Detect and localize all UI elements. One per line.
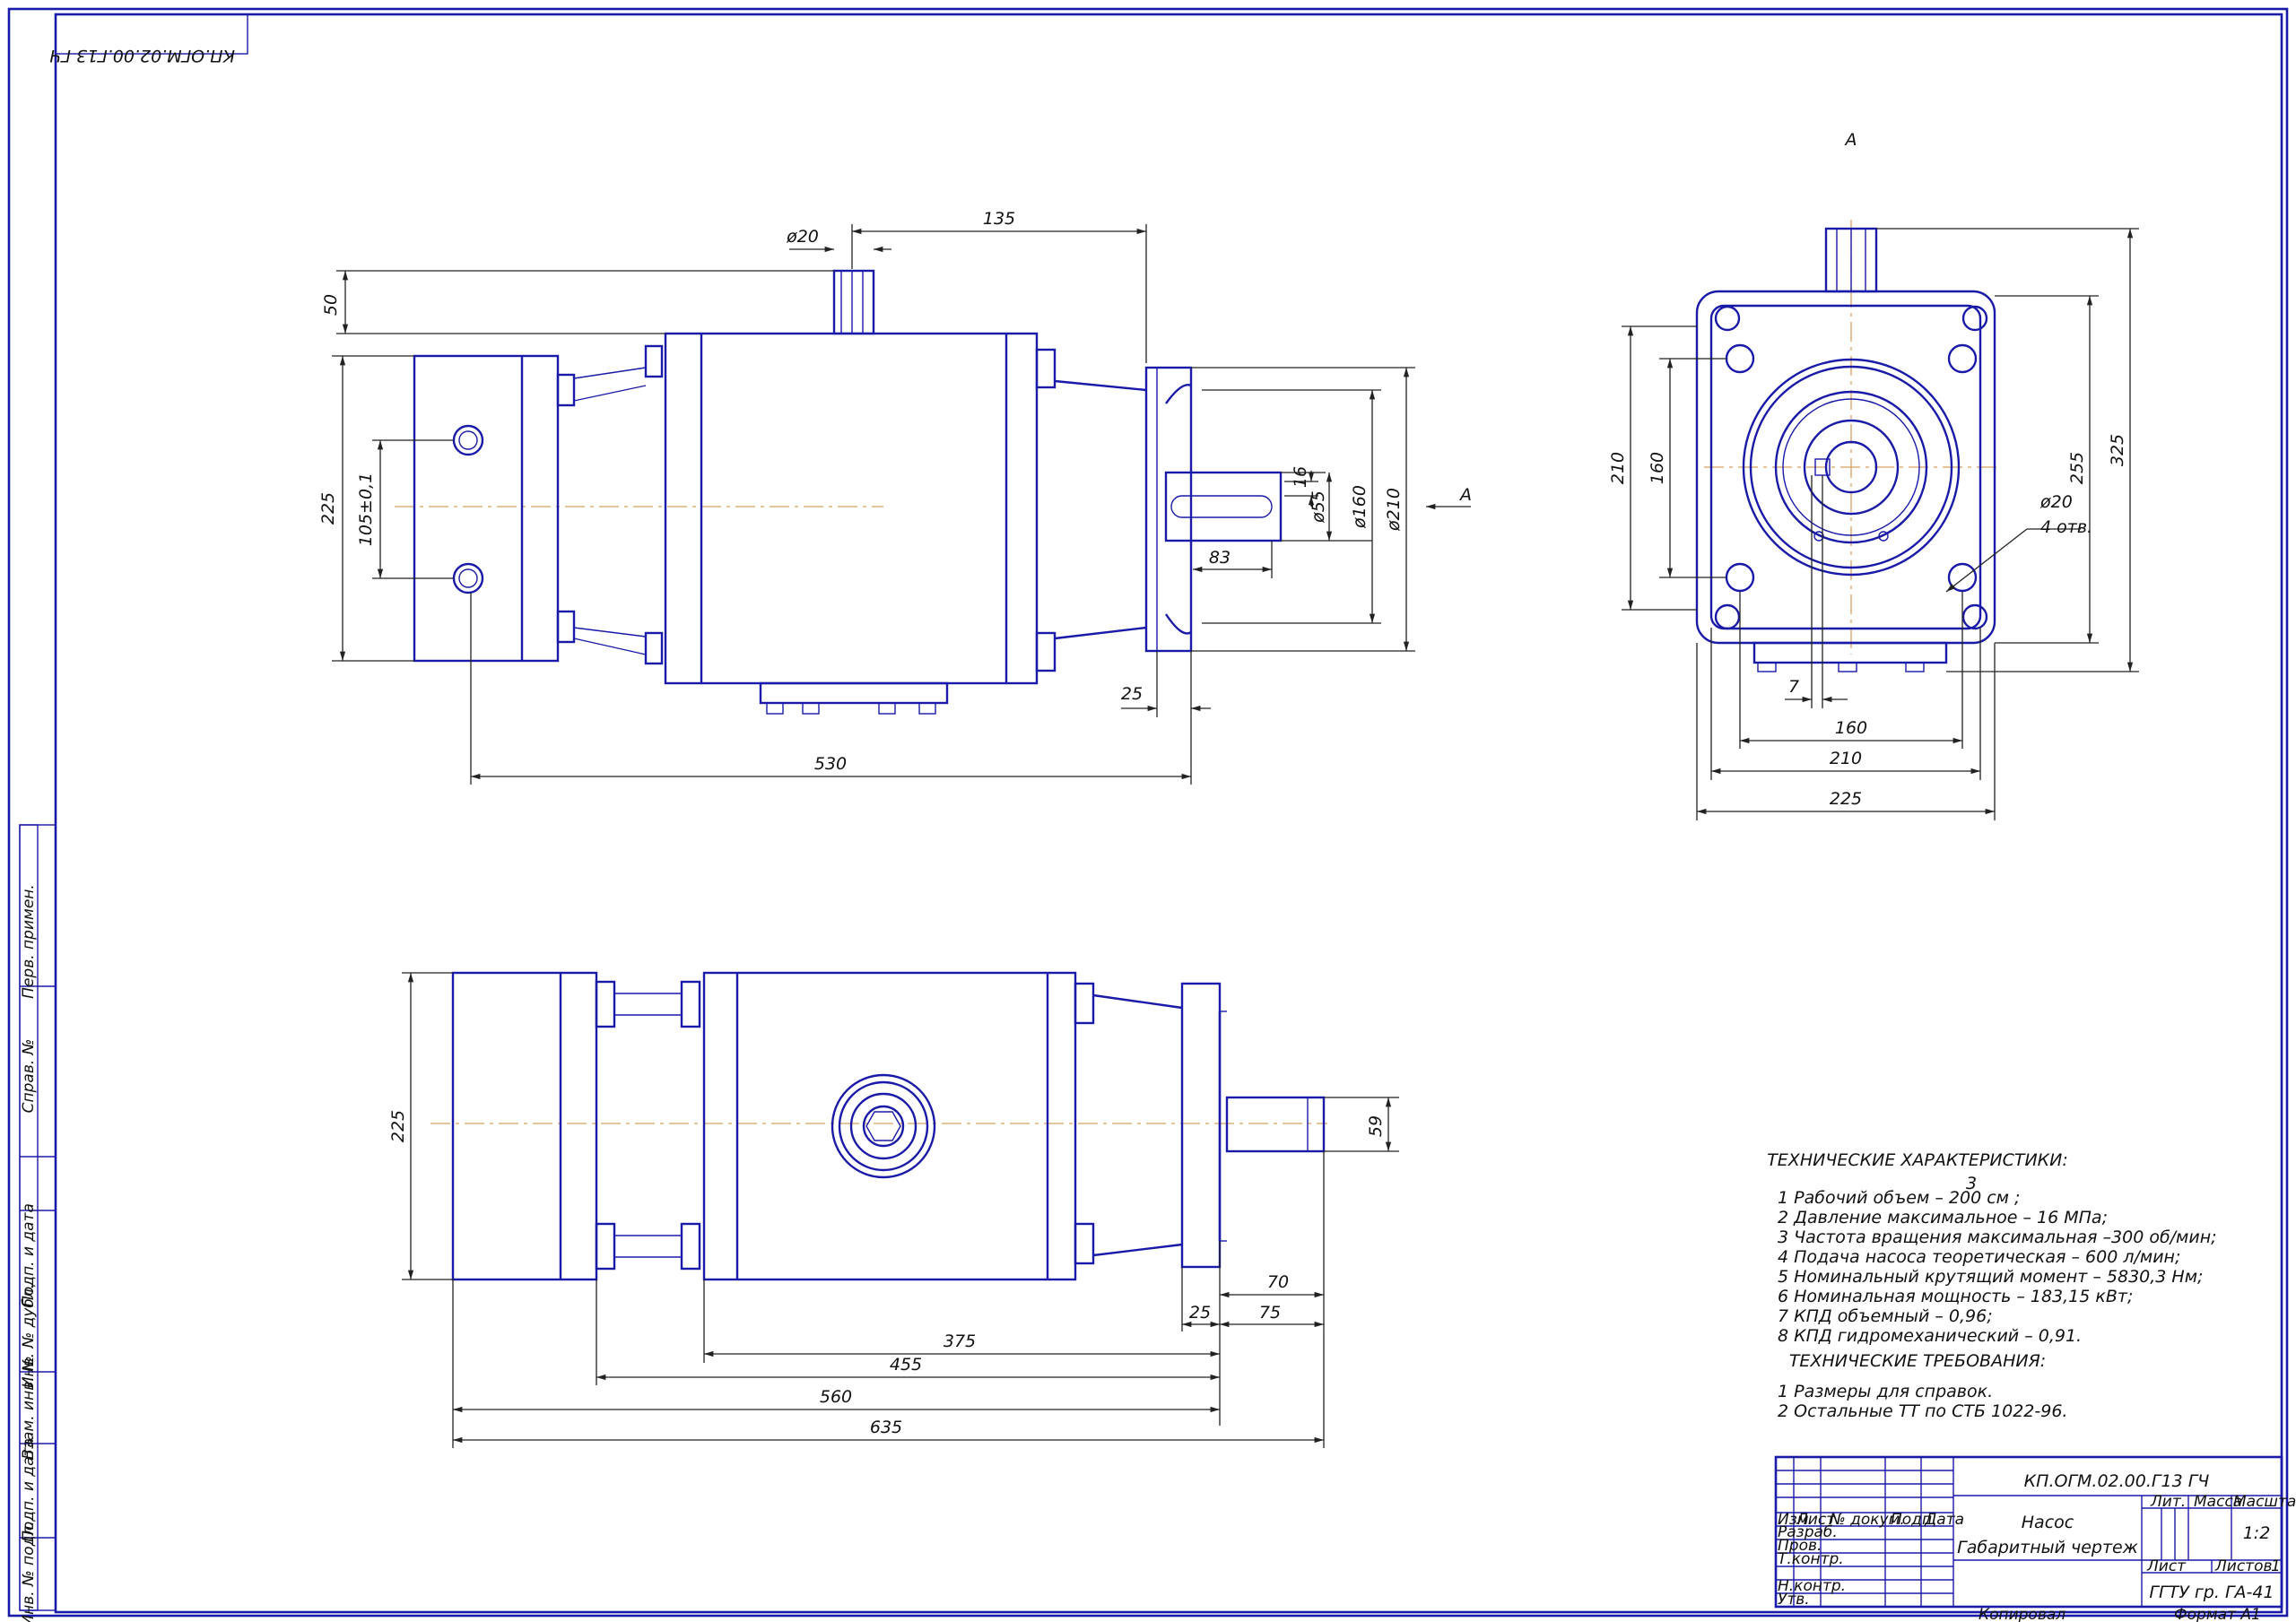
tb-col-izm: Изм: [1778, 1511, 1809, 1529]
front-view-dims: 50 ø20 135 225 105±0,1 16 ø55 ø160 ø210 …: [318, 209, 1472, 785]
tech-superscript: 3: [1966, 1174, 1977, 1193]
view-title-a: A: [1844, 130, 1857, 150]
dim-d20: ø20: [786, 227, 819, 247]
inner-frame: [54, 13, 2283, 1614]
tech-item-4: 4 Подача насоса теоретическая – 600 л/ми…: [1778, 1247, 2180, 1267]
tech-req-2: 2 Остальные ТТ по СТБ 1022-96.: [1778, 1401, 2067, 1421]
tb-row-prov: Пров.: [1778, 1537, 1822, 1555]
title-block: Изм Лист № докум. Подп. Дата Разраб. Про…: [1774, 1455, 2296, 1609]
end-dim-7: 7: [1788, 677, 1799, 697]
stamp-inv-dubl: Инв. № дубл.: [20, 1284, 38, 1388]
dim-135: 135: [983, 209, 1015, 229]
tb-scale-value: 1:2: [2243, 1523, 2271, 1543]
format-label: Формат А1: [2174, 1606, 2261, 1622]
end-dim-d20: ø20: [2039, 492, 2073, 512]
mirrored-code-stamp: КП.ОГМ.02.00.Г13 ГЧ: [49, 13, 248, 65]
end-view-dims: 210 160 255 325 ø20 4 отв. 7 160 210 225: [1608, 228, 2139, 820]
end-dim-b160: 160: [1835, 718, 1867, 738]
tb-row-utv: Утв.: [1778, 1591, 1810, 1609]
top-view-dims: 225 59 70 25 75 375 455 560 635: [388, 972, 1399, 1448]
dim-225-front: 225: [318, 492, 338, 525]
tb-col-docnum: № докум.: [1829, 1511, 1905, 1529]
top-dim-455: 455: [890, 1355, 922, 1375]
dim-83: 83: [1209, 548, 1231, 568]
dim-d160: ø160: [1350, 485, 1370, 529]
stamp-sprav: Справ. №: [20, 1039, 38, 1114]
stamp-podp1: Подп. и дата: [20, 1203, 38, 1307]
end-dim-holes: 4 отв.: [2040, 517, 2092, 537]
stamp-inv-podl: Инв. № подл.: [20, 1521, 38, 1622]
top-dim-70: 70: [1267, 1272, 1289, 1292]
end-dim-325: 325: [2108, 434, 2127, 466]
top-view: [430, 971, 1327, 1281]
tb-row-razrab: Разраб.: [1778, 1523, 1838, 1541]
dim-16: 16: [1291, 466, 1310, 488]
tb-row-nkontr: Н.контр.: [1778, 1577, 1846, 1595]
tb-lit-label: Лит.: [2150, 1493, 2186, 1511]
end-dim-b225: 225: [1830, 789, 1862, 809]
tb-col-list: Лист: [1796, 1511, 1836, 1529]
tech-item-2: 2 Давление максимальное – 16 МПа;: [1778, 1208, 2108, 1227]
tb-scale-label: Масштаб: [2233, 1493, 2296, 1511]
tech-heading: ТЕХНИЧЕСКИЕ ХАРАКТЕРИСТИКИ:: [1767, 1150, 2068, 1170]
top-dim-375: 375: [944, 1331, 976, 1351]
tb-row-tkontr: Т.контр.: [1778, 1550, 1844, 1568]
end-view: A: [1695, 130, 2000, 672]
top-dim-225: 225: [388, 1110, 408, 1142]
tb-sheets-label: Листов: [2214, 1557, 2273, 1575]
end-dim-b210: 210: [1830, 749, 1862, 768]
tb-org: ГГТУ гр. ГА-41: [2149, 1583, 2274, 1602]
copied-label: Копировал: [1979, 1606, 2066, 1622]
tech-item-8: 8 КПД гидромеханический – 0,91.: [1778, 1326, 2082, 1346]
tb-sheets-value: 1: [2271, 1557, 2281, 1575]
tech-item-7: 7 КПД объемный – 0,96;: [1778, 1306, 1993, 1326]
tech-item-1: 1 Рабочий объем – 200 см ;: [1778, 1188, 2020, 1208]
front-view: [395, 269, 1283, 715]
tb-sheet-label: Лист: [2146, 1557, 2187, 1575]
tb-title-2: Габаритный чертеж: [1957, 1538, 2138, 1557]
dim-530: 530: [814, 754, 847, 774]
tech-req-1: 1 Размеры для справок.: [1778, 1382, 1993, 1401]
top-dim-75: 75: [1259, 1303, 1281, 1323]
tech-item-6: 6 Номинальная мощность – 183,15 кВт;: [1778, 1287, 2133, 1306]
tb-code: КП.ОГМ.02.00.Г13 ГЧ: [2024, 1471, 2210, 1491]
side-stamp: Перв. примен. Справ. № Подп. и дата Инв.…: [19, 824, 57, 1622]
stamp-podp2: Подп. и дата: [20, 1438, 38, 1542]
outer-frame: [7, 7, 2289, 1618]
top-dim-635: 635: [870, 1418, 902, 1437]
tb-title-1: Насос: [2022, 1513, 2074, 1532]
tb-col-data: Дата: [1924, 1511, 1964, 1529]
top-dim-25: 25: [1189, 1303, 1211, 1323]
mirrored-code-text: КП.ОГМ.02.00.Г13 ГЧ: [49, 46, 235, 65]
dim-25-front: 25: [1121, 684, 1143, 704]
dim-50: 50: [321, 294, 341, 316]
top-dim-59: 59: [1366, 1115, 1386, 1137]
tb-mass-label: Масса: [2194, 1493, 2242, 1511]
tech-characteristics: ТЕХНИЧЕСКИЕ ХАРАКТЕРИСТИКИ: 3 1 Рабочий …: [1767, 1150, 2216, 1421]
stamp-perv: Перв. примен.: [20, 884, 38, 999]
stamp-vzam: Взам. инв. №: [20, 1356, 38, 1459]
tech-item-3: 3 Частота вращения максимальная –300 об/…: [1778, 1227, 2217, 1247]
tech-item-5: 5 Номинальный крутящий момент – 5830,3 Н…: [1778, 1267, 2203, 1287]
view-arrow-label: A: [1458, 485, 1472, 505]
end-dim-210: 210: [1608, 452, 1628, 484]
end-dim-160: 160: [1648, 452, 1667, 484]
dim-d210: ø210: [1384, 488, 1404, 532]
top-dim-560: 560: [820, 1387, 852, 1407]
end-dim-255: 255: [2067, 452, 2087, 484]
tb-col-podp: Подп.: [1891, 1511, 1936, 1529]
tech-req-heading: ТЕХНИЧЕСКИЕ ТРЕБОВАНИЯ:: [1789, 1351, 2046, 1371]
dim-105: 105±0,1: [356, 473, 376, 546]
dim-d55: ø55: [1309, 490, 1328, 524]
